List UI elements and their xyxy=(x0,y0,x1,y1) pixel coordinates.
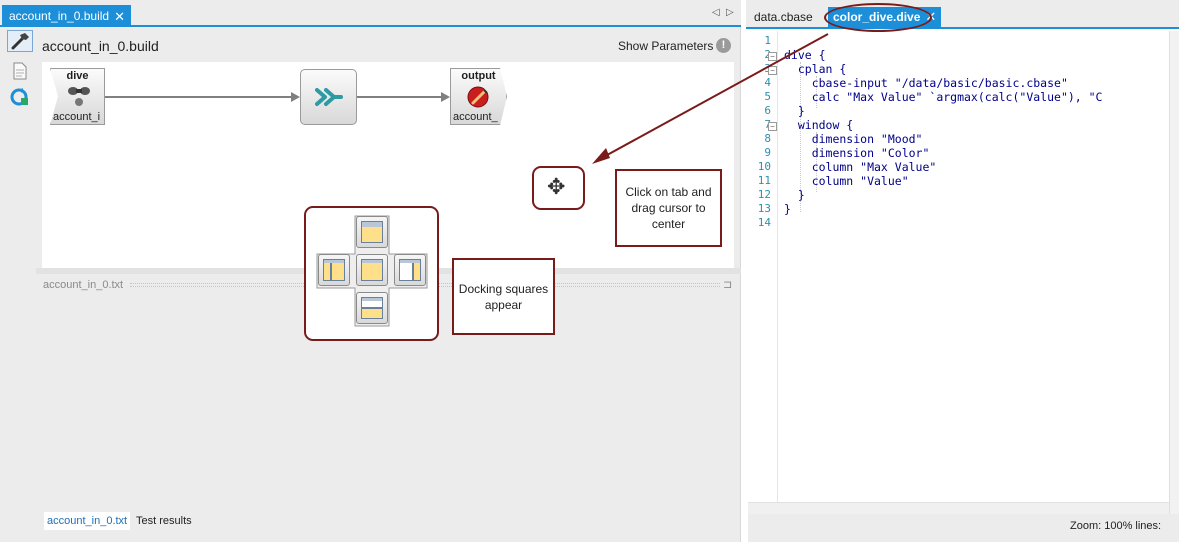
right-tab-strip xyxy=(746,0,1179,29)
code-line: column "Max Value" xyxy=(784,160,937,174)
node-subtitle: account_ xyxy=(453,111,498,123)
fold-toggle-icon[interactable]: − xyxy=(768,122,777,131)
horizontal-scrollbar[interactable] xyxy=(748,502,1169,514)
build-hammer-icon[interactable] xyxy=(7,30,33,52)
annotation-arrow xyxy=(592,33,829,164)
show-parameters-button[interactable]: Show Parameters xyxy=(618,39,714,53)
dock-bottom-icon[interactable] xyxy=(356,292,388,324)
node-subtitle: account_i xyxy=(53,111,101,123)
node-header: output xyxy=(461,70,496,82)
refresh-sync-icon[interactable] xyxy=(7,86,33,108)
fold-toggle-icon[interactable]: − xyxy=(768,52,777,61)
document-icon[interactable] xyxy=(7,60,33,82)
connector-line xyxy=(357,96,441,98)
line-number: 5 xyxy=(764,90,771,103)
line-number: 4 xyxy=(764,76,771,89)
dock-right-icon[interactable] xyxy=(394,254,426,286)
code-line: dimension "Mood" xyxy=(784,132,923,146)
vertical-scrollbar[interactable] xyxy=(1169,31,1179,514)
line-number: 3 xyxy=(747,62,771,76)
dock-top-icon[interactable] xyxy=(356,216,388,248)
merge-arrows-icon xyxy=(315,86,343,111)
left-toolstrip xyxy=(4,30,34,110)
connector-arrowhead xyxy=(291,92,300,102)
zoom-status: Zoom: 100% lines: xyxy=(1070,520,1162,532)
drag-instruction-callout: Click on tab and drag cursor to center xyxy=(615,169,722,247)
bottom-panel-title: account_in_0.txt xyxy=(43,279,124,291)
scroll-tabs-right-icon[interactable]: ▷ xyxy=(726,7,734,18)
tab-data-cbase[interactable]: data.cbase xyxy=(754,10,813,24)
workflow-node-dive[interactable]: dive account_i xyxy=(50,68,105,125)
line-number: 14 xyxy=(757,216,771,229)
fold-toggle-icon[interactable]: − xyxy=(768,66,777,75)
code-line: calc "Max Value" `argmax(calc("Value"), … xyxy=(784,90,1103,104)
line-number: 7 xyxy=(747,118,771,132)
tab-account-build[interactable]: account_in_0.build ✕ xyxy=(2,5,131,27)
binoculars-icon xyxy=(67,85,91,110)
page-title: account_in_0.build xyxy=(42,38,159,54)
line-number: 13 xyxy=(757,202,771,215)
code-line: } xyxy=(784,104,805,118)
output-pen-icon xyxy=(467,85,491,112)
node-header: dive xyxy=(66,70,89,82)
line-number: 8 xyxy=(764,132,771,145)
line-number: 1 xyxy=(764,34,771,47)
status-bar xyxy=(748,514,1179,542)
move-cursor-icon: ✥ xyxy=(547,174,566,199)
code-line: column "Value" xyxy=(784,174,909,188)
code-line: } xyxy=(784,188,805,202)
connector-line xyxy=(105,96,291,98)
indent-guide xyxy=(800,62,801,212)
code-line: cplan { xyxy=(784,62,847,76)
line-number-gutter: 1 2 3 4 5 6 7 8 9 10 11 12 13 14 − − − xyxy=(748,31,778,514)
dock-left-icon[interactable] xyxy=(318,254,350,286)
tab-account-txt[interactable]: account_in_0.txt xyxy=(44,512,131,530)
info-icon[interactable]: ! xyxy=(716,38,731,53)
code-line: } xyxy=(784,202,791,216)
dock-center-icon[interactable] xyxy=(356,254,388,286)
move-cursor-highlight: ✥ xyxy=(532,166,585,210)
line-number: 2 xyxy=(747,48,771,62)
workflow-node-output[interactable]: output account_ xyxy=(450,68,507,125)
line-number: 10 xyxy=(757,160,771,173)
connector-arrowhead xyxy=(441,92,450,102)
code-line: dimension "Color" xyxy=(784,146,930,160)
pin-icon[interactable]: ⊐ xyxy=(723,279,733,291)
indent-guide xyxy=(816,132,817,192)
code-line: cbase-input "/data/basic/basic.cbase" xyxy=(784,76,1068,90)
tab-label: account_in_0.build xyxy=(9,9,110,23)
line-number: 11 xyxy=(757,174,771,187)
line-number: 9 xyxy=(764,146,771,159)
code-line: window { xyxy=(784,118,854,132)
left-tab-strip: account_in_0.build ✕ ◁ ▷ xyxy=(0,0,741,27)
code-line: dive { xyxy=(784,48,826,62)
close-icon[interactable]: ✕ xyxy=(114,8,125,24)
indent-guide xyxy=(816,76,817,108)
tab-highlight-ellipse xyxy=(824,3,932,32)
line-number: 6 xyxy=(764,104,771,117)
tab-test-results[interactable]: Test results xyxy=(136,515,192,527)
docking-squares-callout: Docking squares appear xyxy=(452,258,555,335)
scroll-tabs-left-icon[interactable]: ◁ xyxy=(712,7,720,18)
code-editor[interactable] xyxy=(748,31,1169,514)
line-number: 12 xyxy=(757,188,771,201)
workflow-node-merge[interactable] xyxy=(300,69,357,125)
